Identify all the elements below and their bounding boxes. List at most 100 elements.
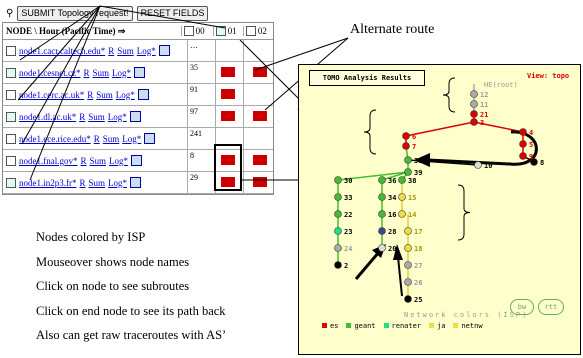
col-02[interactable]: 02 xyxy=(242,26,273,36)
graph-icon[interactable] xyxy=(158,45,170,56)
submit-button[interactable]: SUBMIT Topology request! xyxy=(17,5,133,21)
status-block xyxy=(221,177,235,187)
node-link[interactable]: node1.cacr.caltech.edu* xyxy=(19,45,106,56)
node-label: 34 xyxy=(388,194,396,202)
node-link[interactable]: node1.in2p3.fr* xyxy=(19,177,77,188)
graph-node[interactable] xyxy=(378,210,386,218)
node-checkbox[interactable] xyxy=(6,155,16,166)
graph-node[interactable] xyxy=(404,244,412,252)
graph-node[interactable] xyxy=(404,278,412,286)
sum-link[interactable]: Sum xyxy=(89,155,107,166)
node-label: 39 xyxy=(414,169,422,177)
node-label: 11 xyxy=(480,101,488,109)
graph-node[interactable] xyxy=(334,193,342,201)
r-link[interactable]: R xyxy=(108,45,115,56)
node-checkbox[interactable] xyxy=(6,111,16,122)
log-link[interactable]: Log* xyxy=(115,89,135,100)
graph-node[interactable] xyxy=(378,176,386,184)
col-01[interactable]: 01 xyxy=(212,26,243,36)
node-link[interactable]: node1.fnal.gov* xyxy=(19,155,78,166)
log-link[interactable]: Log* xyxy=(108,177,128,188)
graph-icon[interactable] xyxy=(134,67,146,78)
hour-value: 97 xyxy=(187,106,216,127)
node-checkbox[interactable] xyxy=(6,177,16,188)
log-link[interactable]: Log* xyxy=(122,133,142,144)
graph-node[interactable] xyxy=(334,244,342,252)
node-checkbox[interactable] xyxy=(6,89,16,100)
node-link[interactable]: node1.cerc.ac.uk* xyxy=(19,89,85,100)
graph-node[interactable] xyxy=(404,295,412,303)
node-label: 31 xyxy=(414,157,422,165)
r-link[interactable]: R xyxy=(79,177,86,188)
node-link[interactable]: node1.cesnet.cz* xyxy=(19,67,81,78)
graph-node[interactable] xyxy=(402,132,410,140)
r-link[interactable]: R xyxy=(93,133,100,144)
sum-link[interactable]: Sum xyxy=(117,45,134,56)
hour-value: 29 xyxy=(187,172,216,193)
graph-node[interactable] xyxy=(404,261,412,269)
node-label: 30 xyxy=(344,177,352,185)
node-link[interactable]: node1.dl.ac.uk* xyxy=(19,111,77,122)
sum-link[interactable]: Sum xyxy=(92,67,110,78)
graph-node[interactable] xyxy=(519,152,527,160)
graph-node[interactable] xyxy=(378,193,386,201)
graph-node[interactable] xyxy=(470,90,478,98)
status-block xyxy=(221,67,235,77)
graph-node[interactable] xyxy=(470,110,478,118)
r-link[interactable]: R xyxy=(83,67,90,78)
graph-node[interactable] xyxy=(470,118,478,126)
r-link[interactable]: R xyxy=(87,89,94,100)
node-label: 9 xyxy=(529,153,533,161)
node-link[interactable]: node1.ece.rice.edu* xyxy=(19,133,91,144)
log-link[interactable]: Log* xyxy=(109,155,129,166)
annotation-4: Click on end node to see its path back xyxy=(36,303,226,318)
graph-node[interactable] xyxy=(404,227,412,235)
graph-node[interactable] xyxy=(334,261,342,269)
hour-value: 241 xyxy=(187,128,216,149)
bw-button[interactable]: bw xyxy=(510,299,534,315)
sum-link[interactable]: Sum xyxy=(102,133,120,144)
node-label: 33 xyxy=(344,194,352,202)
graph-icon[interactable] xyxy=(131,155,143,166)
graph-node[interactable] xyxy=(402,142,410,150)
r-link[interactable]: R xyxy=(80,155,87,166)
sum-link[interactable]: Sum xyxy=(88,111,105,122)
graph-node[interactable] xyxy=(519,128,527,136)
graph-icon[interactable] xyxy=(137,89,149,100)
graph-node[interactable] xyxy=(378,227,386,235)
graph-icon[interactable] xyxy=(130,177,142,188)
graph-icon[interactable] xyxy=(129,111,141,122)
graph-node[interactable] xyxy=(378,244,386,252)
graph-node[interactable] xyxy=(398,193,406,201)
graph-icon[interactable] xyxy=(144,133,156,144)
graph-node[interactable] xyxy=(398,176,406,184)
graph-node[interactable] xyxy=(398,210,406,218)
node-checkbox[interactable] xyxy=(6,133,16,144)
rtt-button[interactable]: rtt xyxy=(538,299,564,315)
graph-node[interactable] xyxy=(530,158,538,166)
graph-node[interactable] xyxy=(334,210,342,218)
node-checkbox[interactable] xyxy=(6,67,16,78)
graph-node[interactable] xyxy=(470,100,478,108)
log-link[interactable]: Log* xyxy=(107,111,127,122)
hour-cell xyxy=(215,106,244,127)
graph-node[interactable] xyxy=(404,168,412,176)
graph-node[interactable] xyxy=(404,156,412,164)
user-icon: ⚲ xyxy=(6,7,14,19)
node-checkbox[interactable] xyxy=(6,45,16,56)
col-00[interactable]: 00 xyxy=(180,26,213,36)
sum-link[interactable]: Sum xyxy=(96,89,113,100)
r-link[interactable]: R xyxy=(79,111,86,122)
graph-node[interactable] xyxy=(334,227,342,235)
log-link[interactable]: Log* xyxy=(112,67,132,78)
graph-node[interactable] xyxy=(474,161,482,169)
log-link[interactable]: Log* xyxy=(136,45,156,56)
graph-node[interactable] xyxy=(519,140,527,148)
node-label: 26 xyxy=(414,279,422,287)
graph-node[interactable] xyxy=(334,176,342,184)
sum-link[interactable]: Sum xyxy=(88,177,106,188)
